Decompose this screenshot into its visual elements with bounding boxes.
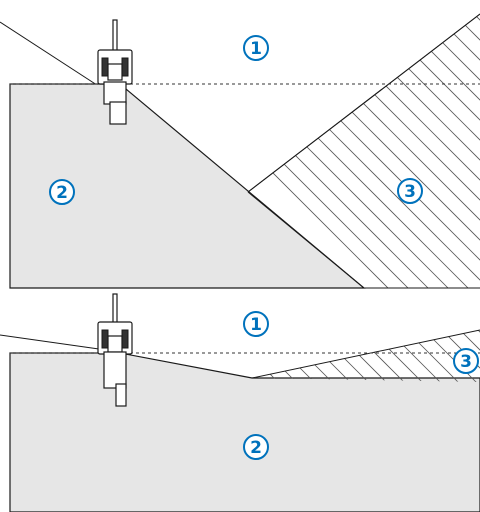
hatch-line [419,14,480,288]
top-zone-3-edge [247,191,365,289]
callout-3-top: 3 [397,178,423,204]
hatch-line [248,14,480,288]
callout-3-top-label: 3 [404,182,416,202]
hatch-line [359,14,480,288]
callout-1-top-label: 1 [250,39,262,59]
hatch-line [399,14,480,288]
callout-2-top-label: 2 [56,183,68,203]
transducer-icon [97,293,133,407]
bottom-zone-2 [9,352,480,512]
callout-1-top: 1 [243,35,269,61]
transducer-icon [97,19,133,125]
hatch-line [439,14,480,288]
bottom-panel: 1 2 3 [0,293,480,512]
hatch-line [252,330,287,382]
callout-2-bottom-label: 2 [250,438,262,458]
top-beam-edge-right [247,13,480,193]
callout-1-bottom-label: 1 [250,315,262,335]
callout-1-bottom: 1 [243,311,269,337]
hatch-line [319,14,480,288]
top-panel: 1 2 3 [0,13,480,289]
hatch-line [248,14,461,288]
callout-2-top: 2 [49,179,75,205]
callout-3-bottom-label: 3 [460,352,472,372]
callout-2-bottom: 2 [243,434,269,460]
bottom-beam-edge-right [251,329,480,379]
callout-3-bottom: 3 [453,348,479,374]
